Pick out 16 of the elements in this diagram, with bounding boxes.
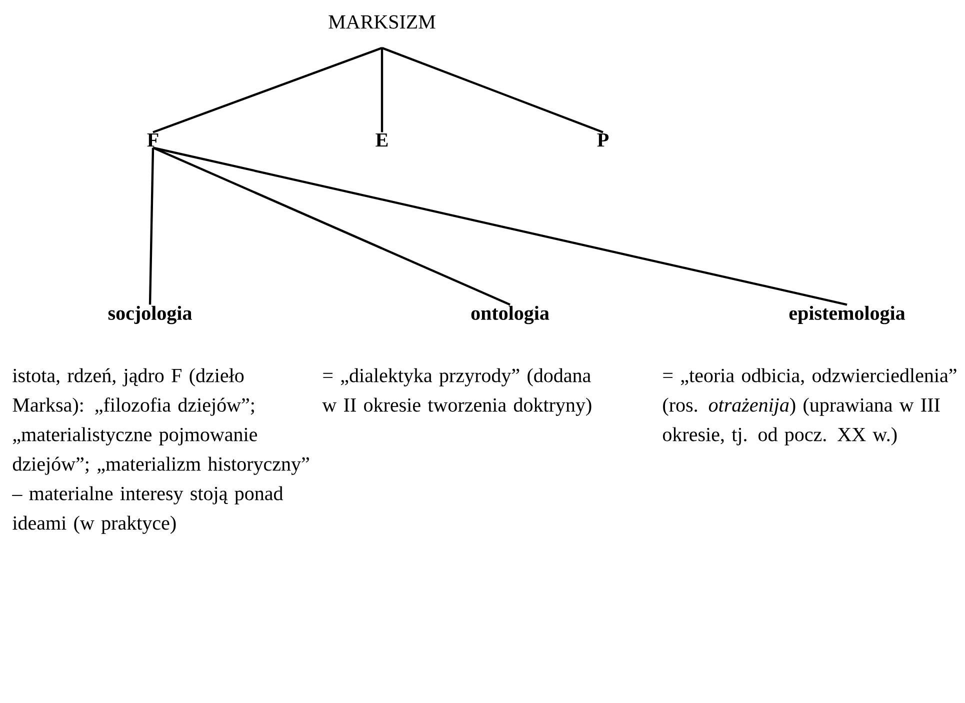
branch-label: ontologia: [471, 306, 550, 324]
branch-label: epistemologia: [789, 306, 906, 324]
connector-line: [382, 46, 604, 134]
abbreviation-label: E: [376, 133, 388, 147]
branch-label: socjologia: [108, 306, 192, 324]
heading: MARKSIZM: [328, 15, 436, 29]
connector-line: [380, 48, 384, 132]
abbreviation-label: F: [147, 133, 158, 147]
connector-line: [148, 148, 154, 305]
connector-line: [152, 46, 382, 134]
description-text: istota, rdzeń, jądro F (dzieło Marksa): „filozofia dziejów”; „materialistyczne pojmowanie dziejów”; „materializm historyczny” – materialne interesy stoją ponad ideami (w praktyce): [12, 368, 309, 534]
description-text: = „teoria odbicia, odzwierciedlenia” (ros. otrażenija) (uprawiana w III okresie, tj. od pocz. XX w.): [662, 368, 956, 446]
description-text: = „dialektyka przyrody” (dodana w II okresie tworzenia doktryny): [322, 368, 592, 416]
connector-line: [152, 146, 848, 306]
abbreviation-label: P: [597, 133, 609, 147]
connector-line: [152, 146, 510, 306]
